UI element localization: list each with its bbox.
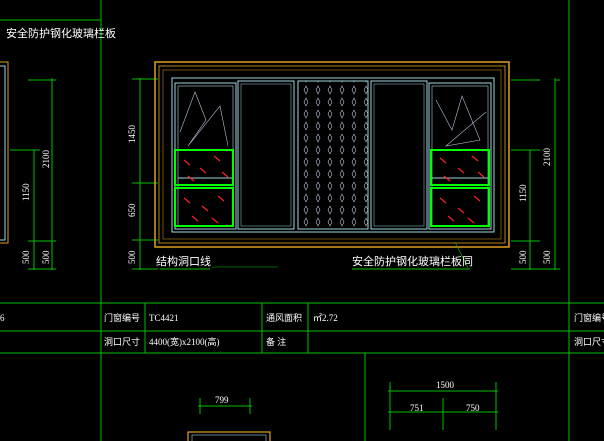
same-as-note: 安全防护钢化玻璃栏板同 bbox=[352, 256, 473, 268]
dim-right-500b: 500 bbox=[542, 250, 552, 265]
struct-opening-label: 结构洞口线 bbox=[156, 256, 211, 268]
dim-mid-500: 500 bbox=[127, 250, 137, 265]
bottom-detail-frame bbox=[187, 431, 271, 441]
dim-left-500a: 500 bbox=[21, 250, 31, 265]
right-dimension-chain bbox=[511, 78, 560, 270]
table-note-label: 备 注 bbox=[266, 337, 287, 347]
table-vent-value: ㎡2.72 bbox=[313, 313, 338, 323]
dim-left-500b: 500 bbox=[41, 250, 51, 265]
table-left-edge: 6 bbox=[0, 313, 5, 323]
bottom-detail-dimensions bbox=[198, 382, 498, 430]
table-num-value: TC4421 bbox=[149, 313, 179, 323]
table-right-num-label: 门窗编号 bbox=[574, 313, 604, 323]
dim-bottom-799: 799 bbox=[215, 395, 229, 405]
table-num-label: 门窗编号 bbox=[104, 313, 141, 323]
dim-right-500a: 500 bbox=[518, 250, 528, 265]
dim-bottom-750: 750 bbox=[466, 403, 480, 413]
bottom-detail-inner bbox=[191, 434, 267, 441]
top-left-note: 安全防护钢化玻璃栏板 bbox=[6, 28, 116, 40]
window-elevation bbox=[154, 61, 510, 270]
dim-mid-650: 650 bbox=[127, 203, 137, 218]
table-size-label: 洞口尺寸 bbox=[104, 337, 141, 347]
table-right-size-label: 洞口尺寸 bbox=[574, 337, 604, 347]
dim-left-1150: 1150 bbox=[21, 183, 31, 201]
dim-mid-1450: 1450 bbox=[127, 125, 137, 143]
middle-left-dimension-chain bbox=[132, 78, 158, 270]
table-size-value: 4400(宽)x2100(高) bbox=[149, 337, 220, 347]
table-vent-label: 通风面积 bbox=[266, 313, 303, 323]
dim-right-1150: 1150 bbox=[518, 184, 528, 202]
dim-right-2100: 2100 bbox=[542, 148, 552, 166]
dim-bottom-751: 751 bbox=[410, 403, 424, 413]
dim-bottom-1500: 1500 bbox=[436, 380, 454, 390]
dim-left-2100: 2100 bbox=[41, 150, 51, 168]
left-partial-elevation bbox=[0, 61, 56, 270]
